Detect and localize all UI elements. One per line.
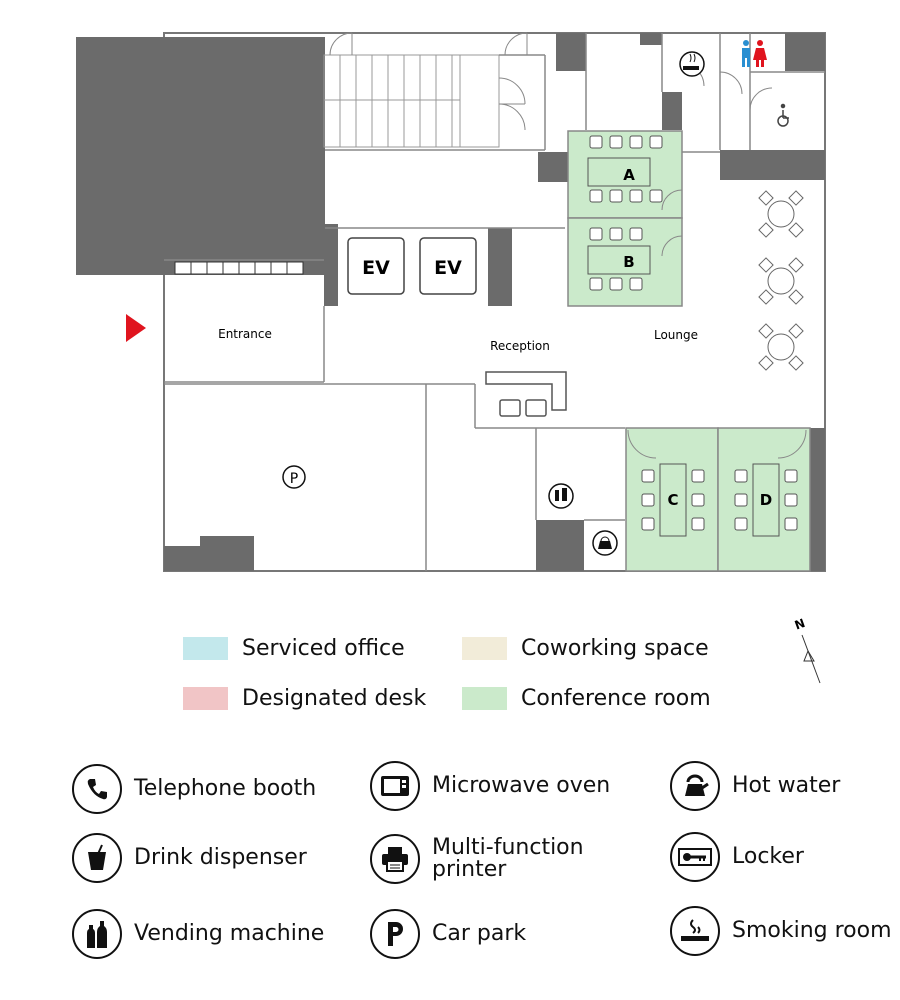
wall-block	[785, 33, 825, 71]
chairs	[589, 135, 798, 531]
compass-north-label: N	[793, 616, 807, 633]
amenity-label: Multi-function printer	[432, 835, 584, 882]
room-label-c: C	[667, 491, 678, 509]
elevator-1: EV	[347, 237, 405, 295]
amenity-telephone-booth: Telephone booth	[72, 764, 316, 814]
amenity-label: Microwave oven	[432, 773, 611, 798]
car-park-symbol: P	[290, 471, 298, 487]
wall-block	[536, 520, 584, 571]
legend-swatch	[183, 687, 228, 710]
bottles-icon	[72, 909, 122, 959]
reception-label: Reception	[490, 339, 550, 353]
hot-water-icon	[592, 530, 618, 556]
wall-block	[324, 224, 338, 306]
conference-room-a: A	[567, 130, 683, 219]
amenity-multi-function-printer: Multi-function printer	[370, 834, 592, 884]
lounge-label: Lounge	[654, 328, 698, 342]
legend-serviced-office: Serviced office	[183, 636, 405, 661]
doors	[329, 32, 773, 131]
wall-block	[164, 546, 200, 571]
microwave-icon	[370, 761, 420, 811]
vending-machine-icon	[548, 483, 574, 509]
locker-strip	[174, 261, 304, 275]
restroom-icon	[742, 40, 767, 67]
room-label-a: A	[623, 166, 635, 184]
amenity-hot-water: Hot water	[670, 761, 840, 811]
legend-label: Coworking space	[521, 636, 709, 661]
legend-swatch	[462, 637, 507, 660]
staircase	[323, 54, 500, 148]
amenity-car-park: Car park	[370, 909, 526, 959]
amenity-smoking-room: Smoking room	[670, 906, 892, 956]
parking-icon	[370, 909, 420, 959]
reception-desk	[485, 371, 567, 417]
amenity-label: Vending machine	[134, 921, 325, 946]
smoking-room-icon	[679, 51, 705, 77]
amenity-label: Hot water	[732, 773, 841, 798]
wall-block	[720, 150, 825, 180]
drink-icon	[72, 833, 122, 883]
wall-block	[200, 536, 254, 571]
amenity-label: Telephone booth	[134, 776, 317, 801]
elevator-label: EV	[434, 257, 462, 279]
key-icon	[670, 832, 720, 882]
entrance-label: Entrance	[218, 327, 272, 341]
legend-label: Serviced office	[242, 636, 405, 661]
telephone-icon	[72, 764, 122, 814]
wall-block	[556, 33, 586, 71]
compass: N	[793, 616, 821, 684]
cigarette-icon	[670, 906, 720, 956]
entrance-arrow	[126, 314, 146, 342]
elevator-2: EV	[419, 237, 477, 295]
legend-coworking-space: Coworking space	[462, 636, 709, 661]
wall-block	[488, 228, 512, 306]
amenity-label: Car park	[432, 921, 527, 946]
room-label-b: B	[623, 253, 634, 271]
legend-swatch	[462, 687, 507, 710]
amenity-label: Smoking room	[732, 918, 892, 943]
amenity-label: Drink dispenser	[134, 845, 307, 870]
lounge-tables	[758, 190, 804, 371]
amenity-drink-dispenser: Drink dispenser	[72, 833, 307, 883]
printer-icon	[370, 834, 420, 884]
legend-label: Designated desk	[242, 686, 427, 711]
accessible-icon	[777, 103, 789, 127]
car-park-icon: P	[282, 465, 306, 489]
amenity-locker: Locker	[670, 832, 804, 882]
legend-conference-room: Conference room	[462, 686, 711, 711]
room-label-d: D	[760, 491, 772, 509]
wall-block	[662, 92, 682, 130]
wall-block	[640, 33, 662, 45]
legend-swatch	[183, 637, 228, 660]
legend-label: Conference room	[521, 686, 711, 711]
legend-designated-desk: Designated desk	[183, 686, 426, 711]
amenity-vending-machine: Vending machine	[72, 909, 324, 959]
amenity-label: Locker	[732, 844, 804, 869]
kettle-icon	[670, 761, 720, 811]
wall-block	[76, 37, 325, 275]
floor-plan: A B C D EV	[76, 32, 826, 572]
conference-room-b: B	[567, 217, 683, 307]
amenity-microwave-oven: Microwave oven	[370, 761, 610, 811]
interior-walls	[164, 33, 825, 571]
elevator-label: EV	[362, 257, 390, 279]
